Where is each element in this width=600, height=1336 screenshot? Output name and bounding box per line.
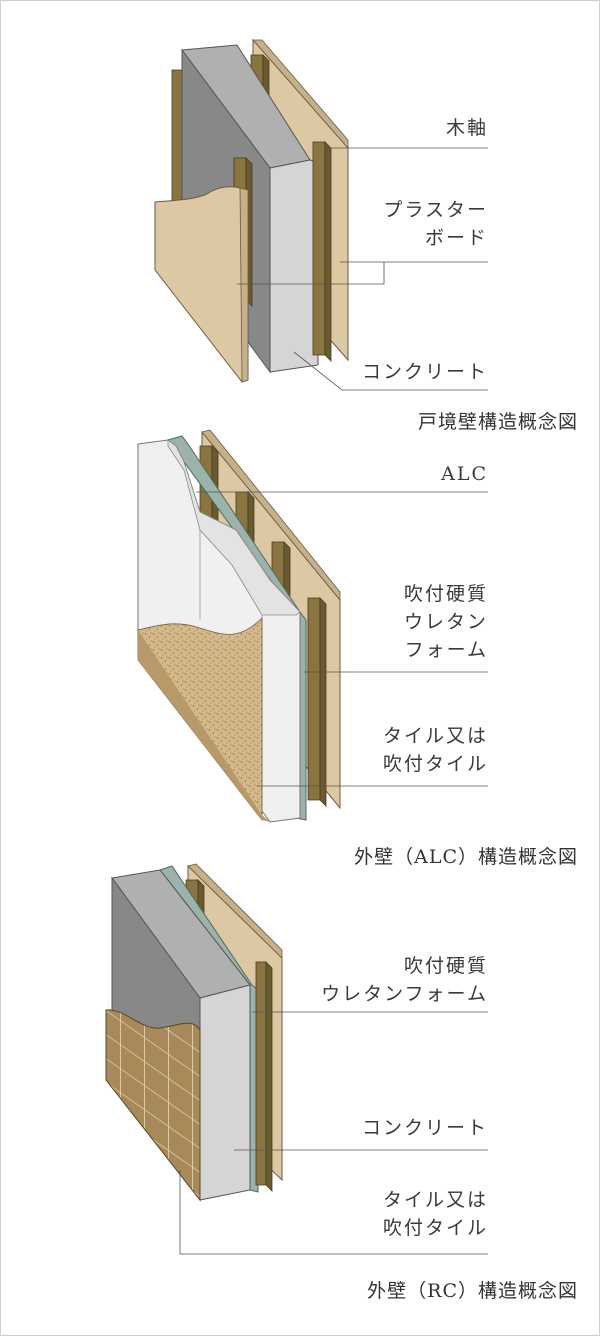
label-urethane-line1: 吹付硬質: [403, 583, 488, 605]
label-urethane-line2: ウレタンフォーム: [321, 983, 488, 1005]
label-tile-line1: タイル又は: [382, 1189, 488, 1211]
label-urethane-line1: 吹付硬質: [403, 955, 488, 977]
label-tile-line1: タイル又は: [382, 725, 488, 747]
label-urethane-line2: ウレタン: [403, 611, 488, 633]
caption-alc-wall: 外壁（ALC）構造概念図: [354, 846, 578, 868]
stud: [307, 597, 321, 801]
stud: [312, 141, 326, 356]
rc-wall-diagram: [105, 863, 488, 1255]
caption-party-wall: 戸境壁構造概念図: [417, 411, 578, 433]
stud: [255, 961, 267, 1186]
alc-wall-diagram: [137, 429, 488, 823]
front-plaster-board: [154, 186, 249, 383]
label-tile-line2: 吹付タイル: [382, 1217, 488, 1239]
tile-finish: [105, 1009, 201, 1202]
label-concrete: コンクリート: [361, 1117, 488, 1139]
label-alc: ALC: [441, 463, 488, 485]
concrete-front: [269, 159, 319, 373]
label-urethane-line3: フォーム: [404, 639, 488, 661]
label-plaster-line2: ボード: [424, 227, 488, 249]
concrete-front: [199, 984, 251, 1201]
party-wall-diagram: [154, 38, 488, 391]
label-concrete: コンクリート: [361, 361, 488, 383]
caption-rc-wall: 外壁（RC）構造概念図: [367, 1280, 578, 1302]
label-plaster-line1: プラスター: [383, 199, 488, 221]
label-tile-line2: 吹付タイル: [382, 753, 488, 775]
label-stud: 木軸: [445, 117, 488, 139]
